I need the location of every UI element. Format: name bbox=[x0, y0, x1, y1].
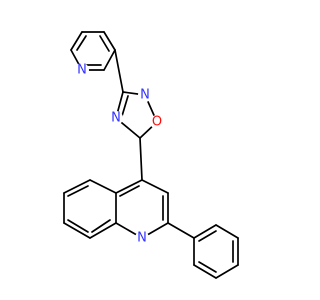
bond bbox=[89, 179, 117, 194]
structure-drawing: N N O N N bbox=[63, 31, 239, 279]
bond bbox=[103, 49, 116, 71]
atom-o-oxadiazole: O bbox=[150, 115, 164, 130]
atom-n-pyridine: N bbox=[75, 63, 89, 78]
bond bbox=[63, 179, 91, 194]
atom-label: N bbox=[111, 111, 121, 126]
bond bbox=[70, 31, 83, 51]
bond bbox=[141, 179, 169, 194]
bond bbox=[167, 222, 195, 239]
bond bbox=[99, 35, 110, 52]
molecule-canvas: N N O N N bbox=[63, 31, 239, 279]
bond bbox=[121, 95, 129, 117]
bond bbox=[67, 185, 89, 197]
atom-n-oxadiazole-top: N bbox=[138, 88, 152, 103]
atom-label: N bbox=[77, 63, 87, 78]
bond bbox=[193, 264, 217, 279]
bond bbox=[89, 222, 117, 239]
bond bbox=[67, 219, 89, 233]
bond bbox=[76, 35, 87, 51]
atom-label: N bbox=[137, 231, 147, 246]
bond bbox=[198, 230, 217, 242]
bond bbox=[193, 224, 217, 239]
bond bbox=[198, 261, 217, 273]
bond-layer bbox=[63, 31, 239, 279]
bond bbox=[114, 49, 124, 93]
atom-label: N bbox=[140, 88, 150, 103]
bond bbox=[119, 185, 140, 197]
bond bbox=[139, 137, 143, 181]
atom-n-quinoline: N bbox=[135, 231, 149, 246]
atom-label: O bbox=[152, 115, 162, 130]
bond bbox=[63, 222, 91, 239]
bond bbox=[91, 219, 111, 233]
bond bbox=[103, 31, 116, 51]
atom-n-oxadiazole-left: N bbox=[109, 111, 123, 126]
bond bbox=[215, 264, 239, 279]
bond bbox=[215, 224, 239, 239]
atom-layer: N N O N N bbox=[75, 63, 164, 246]
bond bbox=[115, 179, 143, 194]
